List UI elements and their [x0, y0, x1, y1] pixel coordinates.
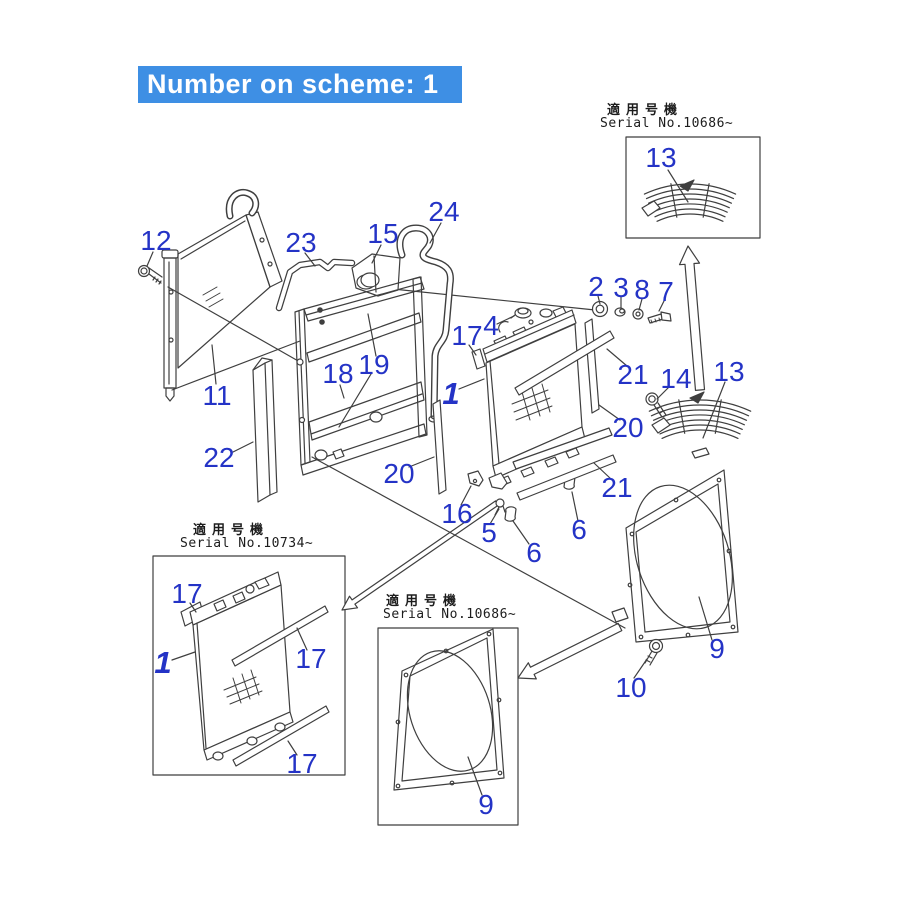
bolt-14-drawing — [645, 392, 667, 418]
inset-bottom-middle-caption-jp: 適用号機 — [386, 594, 463, 609]
inset-box-bottom-middle — [377, 627, 519, 826]
inset-box-top-right — [625, 136, 761, 239]
part-label-11: 11 — [202, 380, 232, 411]
bolt-12-drawing — [137, 264, 163, 285]
part-label-7: 7 — [658, 276, 674, 307]
bar-22-drawing — [252, 357, 278, 503]
part-label-21: 21 — [617, 359, 649, 390]
part-label-17: 17 — [286, 748, 318, 779]
inset-bottom-middle-serial: Serial No.10686~ — [383, 607, 517, 622]
part-label-2: 2 — [588, 271, 604, 302]
part-label-5: 5 — [481, 517, 497, 548]
part-label-23: 23 — [285, 227, 317, 258]
part-label-3: 3 — [613, 272, 629, 303]
part-label-14: 14 — [660, 363, 692, 394]
part-label-12: 12 — [140, 225, 172, 256]
part-label-17: 17 — [451, 320, 483, 351]
inset-radiator-1-drawing — [180, 571, 330, 767]
arrow-to-top-right-inset — [678, 245, 706, 391]
guard-23-drawing — [275, 258, 356, 312]
part-label-4: 4 — [483, 310, 499, 341]
part-label-1: 1 — [154, 645, 172, 680]
part-label-20: 20 — [383, 458, 415, 489]
inset-grille-13-drawing — [641, 179, 737, 222]
reference-arrows — [341, 245, 706, 680]
relation-lines — [167, 286, 626, 629]
part-label-13: 13 — [645, 142, 677, 173]
grille-13-drawing — [648, 391, 752, 459]
part-label-10: 10 — [615, 672, 647, 703]
strips-20-21-drawing — [432, 318, 617, 501]
part-label-6: 6 — [571, 514, 587, 545]
part-label-16: 16 — [441, 498, 473, 529]
cap-4-drawing — [510, 307, 532, 319]
part-label-21: 21 — [601, 472, 633, 503]
inset-bottom-left-serial: Serial No.10734~ — [180, 536, 314, 551]
part-label-19: 19 — [358, 349, 390, 380]
leader-lines — [146, 169, 726, 796]
part-label-20: 20 — [612, 412, 644, 443]
part-label-6: 6 — [526, 537, 542, 568]
part-label-17: 17 — [295, 643, 327, 674]
hardware-2-3-8-7-drawing — [591, 300, 672, 324]
part-label-18: 18 — [322, 358, 354, 389]
bolt-10-drawing — [644, 638, 664, 666]
inset-top-right-serial: Serial No.10686~ — [600, 116, 734, 131]
part-label-15: 15 — [367, 218, 399, 249]
part-label-8: 8 — [634, 274, 650, 305]
inset-top-right-caption-jp: 適用号機 — [607, 103, 684, 118]
part-label-24: 24 — [428, 196, 460, 227]
inset-box-bottom-left — [152, 555, 346, 776]
bracket-16-drawing — [467, 470, 484, 487]
part-label-22: 22 — [203, 442, 235, 473]
inset-bottom-left-caption-jp: 適用号機 — [193, 523, 270, 538]
scheme-number-banner: Number on scheme: 1 — [138, 66, 462, 103]
oil-cooler-11-drawing — [161, 188, 283, 402]
part-label-9: 9 — [709, 633, 725, 664]
part-label-9: 9 — [478, 789, 494, 820]
frame-18-19-drawing — [294, 276, 428, 476]
inset-shroud-9-drawing — [393, 628, 505, 791]
shroud-9-drawing — [611, 469, 739, 643]
part-label-13: 13 — [713, 356, 745, 387]
arrow-to-bottom-middle-inset — [517, 622, 623, 680]
part-label-1: 1 — [442, 376, 460, 411]
part-label-17: 17 — [171, 578, 203, 609]
